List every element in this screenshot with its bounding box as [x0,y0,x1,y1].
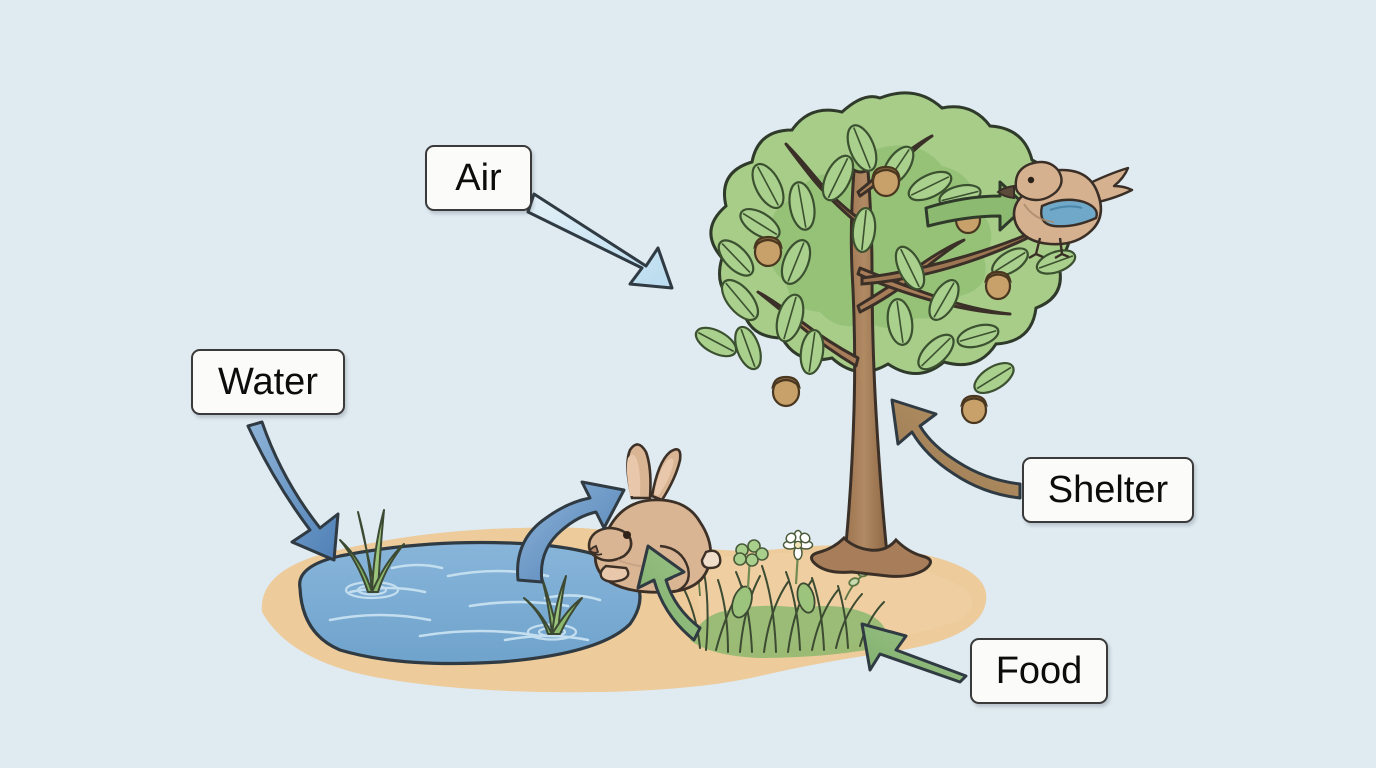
shelter-arrow [890,398,1022,500]
bird-eye [1027,176,1035,184]
flower-white [782,529,814,585]
grass-leaves [731,582,816,619]
pond-reeds-right [523,571,583,635]
rabbit [587,443,722,594]
water-arrow [246,420,340,562]
pond-reeds-left [339,509,405,593]
rabbit-eye [623,531,631,539]
bird-legs [1028,237,1070,260]
water-to-rabbit-arrow [516,480,626,584]
label-air[interactable]: Air [425,145,532,211]
air-arrow [526,192,674,290]
label-food[interactable]: Food [970,638,1108,704]
food-arrow [860,622,968,684]
grass-patch [677,529,889,658]
flower-green [733,539,769,589]
label-water[interactable]: Water [191,349,345,415]
pond [298,509,642,666]
food-to-rabbit-arrow [636,544,702,642]
bird [996,160,1134,260]
label-shelter[interactable]: Shelter [1022,457,1194,523]
acorns [753,165,1012,425]
oak-tree [694,91,1077,578]
